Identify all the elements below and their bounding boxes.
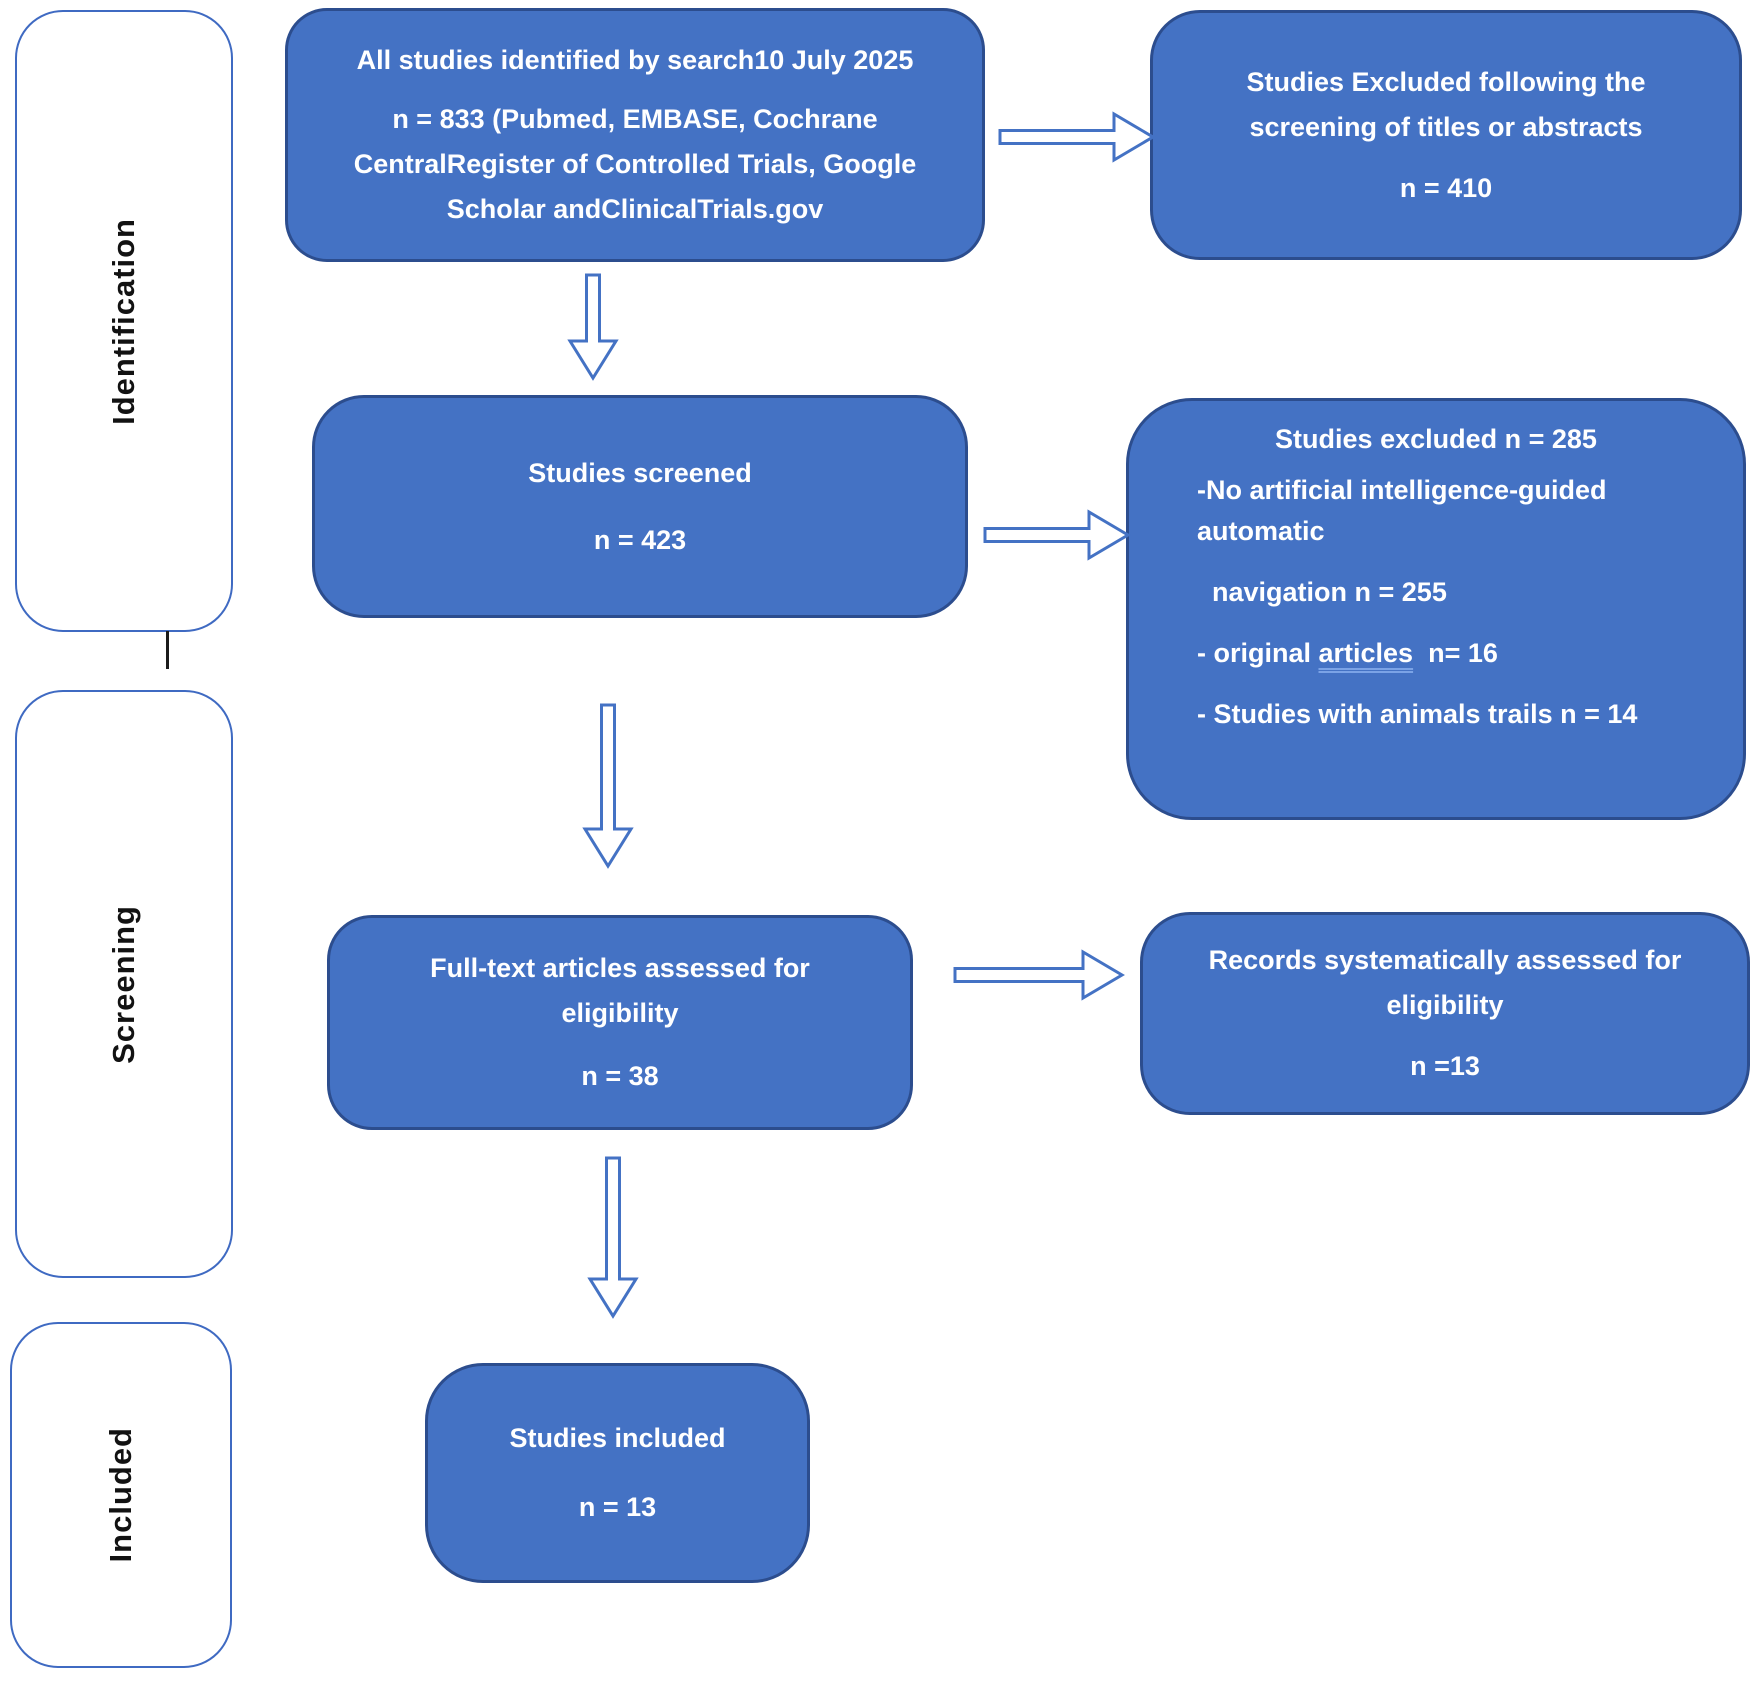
right-arrow-icon [998, 111, 1156, 163]
box-records-assessed: Records systematically assessed for elig… [1140, 912, 1750, 1115]
box-studies-included: Studies included n = 13 [425, 1363, 810, 1583]
exclusion-reason-no-ai: -No artificial intelligence-guided automa… [1197, 470, 1713, 552]
reason-original-suffix: n= 16 [1413, 638, 1498, 668]
right-arrow-icon [953, 949, 1125, 1001]
studies-screened-title: Studies screened [528, 457, 752, 488]
excluded-titles-line1: Studies Excluded following the [1246, 66, 1646, 97]
reason-original-underlined: articles [1318, 638, 1414, 668]
records-title-line1: Records systematically assessed for [1208, 945, 1682, 975]
studies-identified-body-line: Scholar andClinicalTrials.gov [446, 194, 824, 224]
studies-identified-title: All studies identified by search10 July … [356, 45, 914, 75]
studies-identified-body-line: CentralRegister of Controlled Trials, Go… [353, 149, 917, 179]
box-fulltext-assessed: Full-text articles assessed for eligibil… [327, 915, 913, 1130]
studies-included-title: Studies included [509, 1423, 726, 1453]
box-excluded-screening: Studies excluded n = 285 -No artificial … [1126, 398, 1746, 820]
exclusion-reason-animal-trials: - Studies with animals trails n = 14 [1197, 699, 1638, 729]
reason-original-prefix: - original [1197, 638, 1319, 668]
exclusion-reason-original-articles: - original articles n= 16 [1197, 633, 1713, 674]
fulltext-count: n = 38 [581, 1061, 659, 1091]
connector-tick [166, 631, 169, 669]
reason-no-ai-line2: automatic [1197, 516, 1325, 546]
right-arrow-icon [983, 509, 1131, 561]
fulltext-title: Full-text articles assessed for eligibil… [430, 946, 810, 1036]
fulltext-title-line1: Full-text articles assessed for [430, 953, 810, 983]
stage-box-included: Included [10, 1322, 232, 1668]
reason-no-ai-line1: -No artificial intelligence-guided [1197, 475, 1607, 505]
exclusion-reason-navigation: navigation n = 255 [1197, 577, 1447, 607]
fulltext-title-line2: eligibility [561, 998, 679, 1028]
down-arrow-icon [582, 703, 634, 869]
stage-box-screening: Screening [15, 690, 233, 1278]
stage-box-identification: Identification [15, 10, 233, 632]
down-arrow-icon [587, 1156, 639, 1319]
down-arrow-icon [567, 273, 619, 381]
stage-label-included: Included [103, 1427, 138, 1563]
records-count: n =13 [1410, 1051, 1480, 1081]
studies-identified-body-line: n = 833 (Pubmed, EMBASE, Cochrane [392, 104, 878, 134]
box-studies-identified: All studies identified by search10 July … [285, 8, 985, 262]
stage-label-screening: Screening [106, 904, 141, 1064]
stage-label-identification: Identification [106, 217, 141, 425]
excluded-titles-count: n = 410 [1399, 172, 1493, 203]
box-excluded-titles-abstracts: Studies Excluded following the screening… [1150, 10, 1742, 260]
excluded-titles-line2: screening of titles or abstracts [1249, 111, 1643, 142]
studies-included-count: n = 13 [578, 1492, 657, 1522]
excluded-screening-title: Studies excluded n = 285 [1275, 424, 1597, 454]
excluded-titles-title: Studies Excluded following the screening… [1246, 60, 1645, 150]
studies-screened-count: n = 423 [593, 524, 687, 555]
box-studies-screened: Studies screened n = 423 [312, 395, 968, 618]
records-title: Records systematically assessed for elig… [1209, 938, 1682, 1028]
records-title-line2: eligibility [1386, 990, 1504, 1020]
